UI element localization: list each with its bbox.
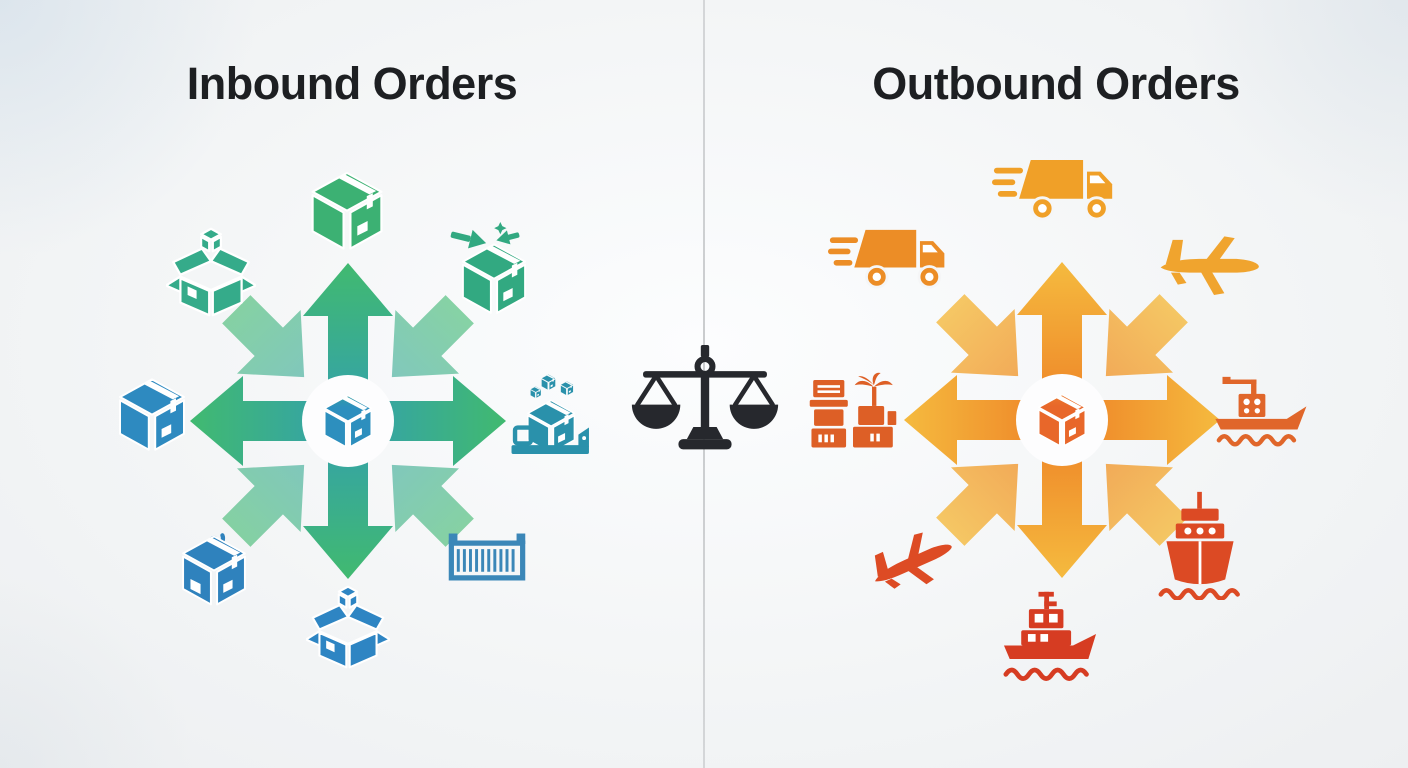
- fast-delivery-truck-icon: [828, 222, 950, 296]
- tugboat-icon: [996, 588, 1104, 682]
- open-box-with-parcel-blue-icon: [306, 584, 390, 670]
- cargo-ship-front-view-icon: [1152, 490, 1248, 600]
- cargo-airplane-icon: [1152, 222, 1264, 306]
- stacked-cargo-crates-icon: [808, 368, 898, 456]
- crate-with-packing-material-icon: [172, 518, 256, 608]
- inbound-hub-arrows-icon: [188, 261, 508, 581]
- box-with-incoming-arrows-icon: [447, 222, 541, 316]
- outbound-hub-arrows-icon: [902, 260, 1222, 580]
- open-box-with-parcel-icon: [166, 226, 256, 318]
- inbound-title: Inbound Orders: [186, 58, 518, 109]
- sealed-box-green-icon: [304, 166, 390, 252]
- inbound-panel: Inbound Orders: [112, 58, 596, 670]
- pallet-box-with-cubes-icon: [508, 372, 596, 462]
- balance-scale-icon: [630, 342, 780, 458]
- cargo-boat-with-crane-icon: [1210, 370, 1310, 448]
- outbound-panel: Outbound Orders: [704, 0, 1408, 768]
- shipping-container-icon: [447, 531, 527, 583]
- sealed-box-blue-icon: [112, 372, 192, 454]
- outbound-title: Outbound Orders: [872, 58, 1240, 109]
- fast-delivery-truck-icon: [992, 152, 1118, 228]
- cargo-airplane-ascending-icon: [862, 512, 958, 608]
